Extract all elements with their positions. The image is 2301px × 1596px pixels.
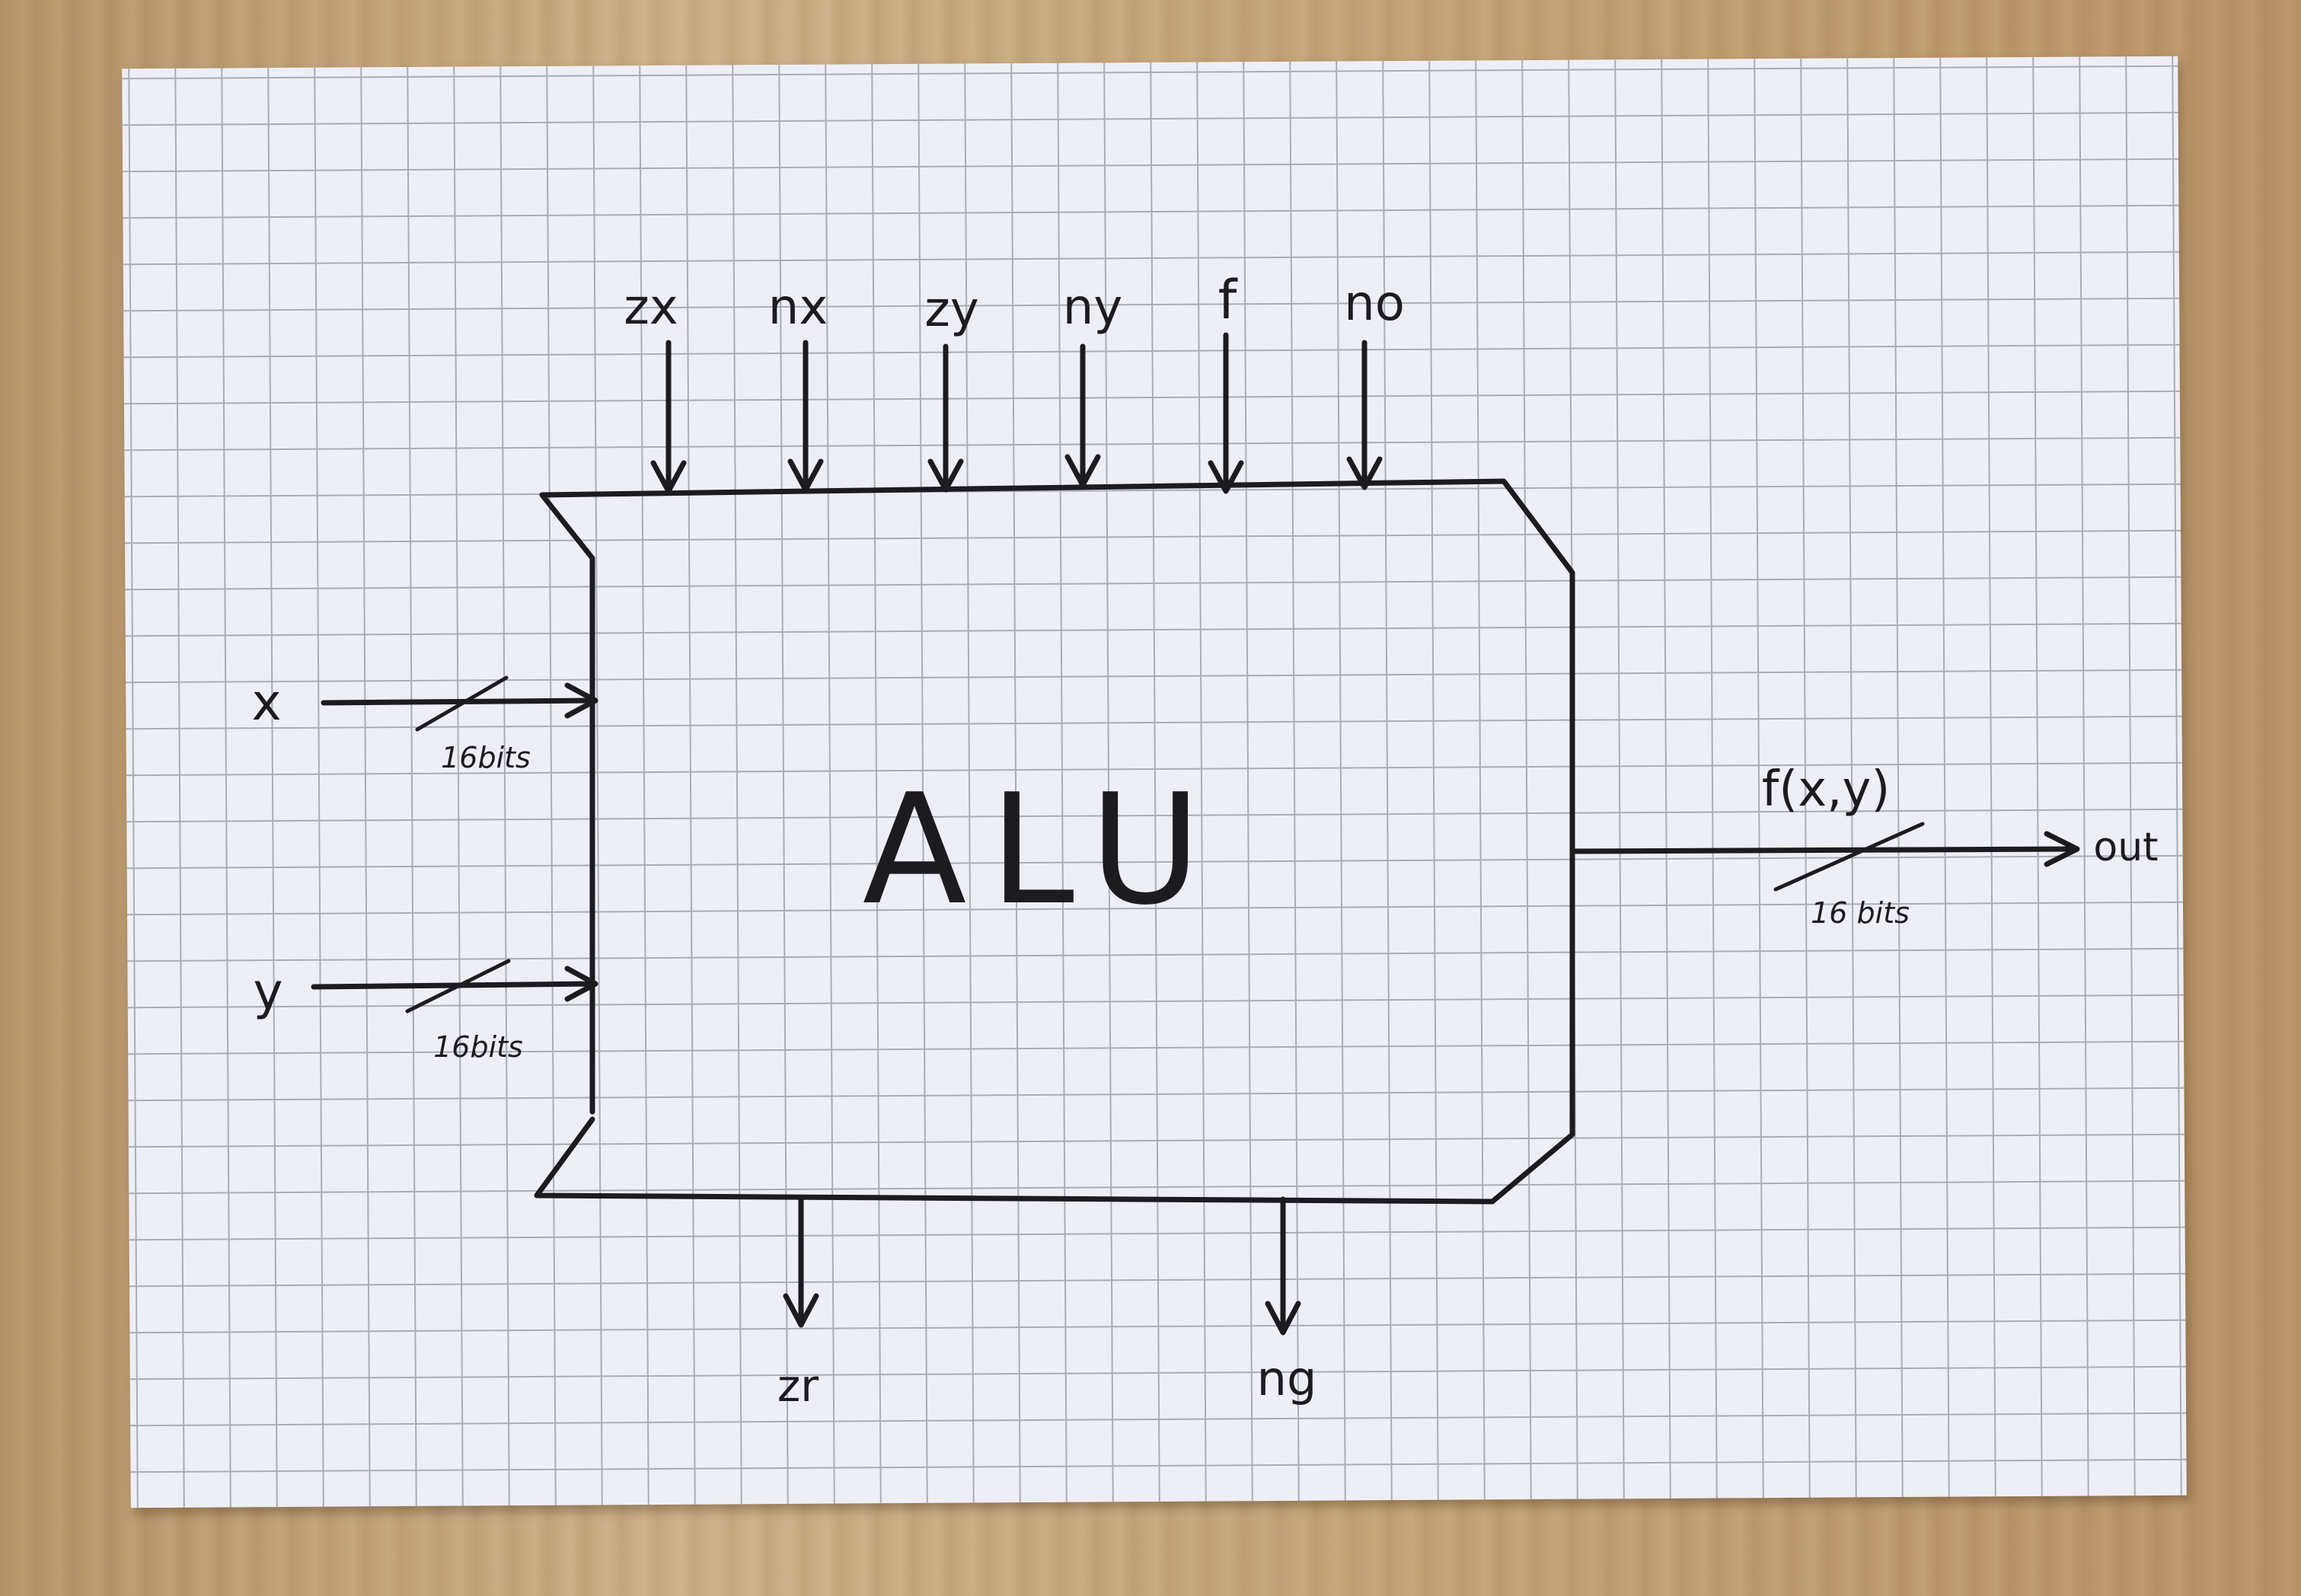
control-label-no: no: [1344, 276, 1405, 332]
input-y: y 16bits: [253, 959, 598, 1064]
output-function-label: f(x,y): [1762, 761, 1891, 818]
control-inputs: zx nx zy ny f no: [624, 269, 1405, 494]
alu-block-outline: [534, 478, 1575, 1205]
status-label-ng: ng: [1257, 1351, 1317, 1406]
input-x: x 16bits: [251, 673, 598, 774]
bus-slash-y: [405, 959, 511, 1013]
control-label-ny: ny: [1063, 279, 1122, 336]
status-output-zr: zr: [777, 1196, 819, 1412]
control-input-no: no: [1344, 276, 1405, 490]
input-label-y: y: [253, 962, 282, 1021]
control-input-nx: nx: [768, 279, 828, 493]
control-label-f: f: [1218, 269, 1238, 331]
status-outputs: zr ng: [777, 1196, 1317, 1412]
data-output: f(x,y) 16 bits out: [1569, 761, 2159, 930]
control-label-zy: zy: [924, 282, 978, 338]
control-input-f: f: [1208, 269, 1244, 494]
output-name-label: out: [2093, 825, 2158, 870]
bus-width-out: 16 bits: [1811, 896, 1910, 930]
status-label-zr: zr: [777, 1360, 819, 1412]
alu-label: ALU: [863, 761, 1224, 939]
bus-slash-x: [415, 675, 509, 732]
control-input-zx: zx: [624, 279, 687, 494]
bus-width-x: 16bits: [441, 741, 531, 774]
control-label-zx: zx: [624, 279, 678, 336]
control-label-nx: nx: [768, 279, 828, 336]
bus-slash-out: [1773, 822, 1925, 892]
status-output-ng: ng: [1257, 1196, 1317, 1406]
input-label-x: x: [251, 673, 281, 732]
control-input-ny: ny: [1063, 279, 1122, 488]
data-inputs: x 16bits y 16bits: [251, 673, 598, 1064]
control-input-zy: zy: [924, 282, 979, 493]
bus-width-y: 16bits: [433, 1030, 523, 1064]
